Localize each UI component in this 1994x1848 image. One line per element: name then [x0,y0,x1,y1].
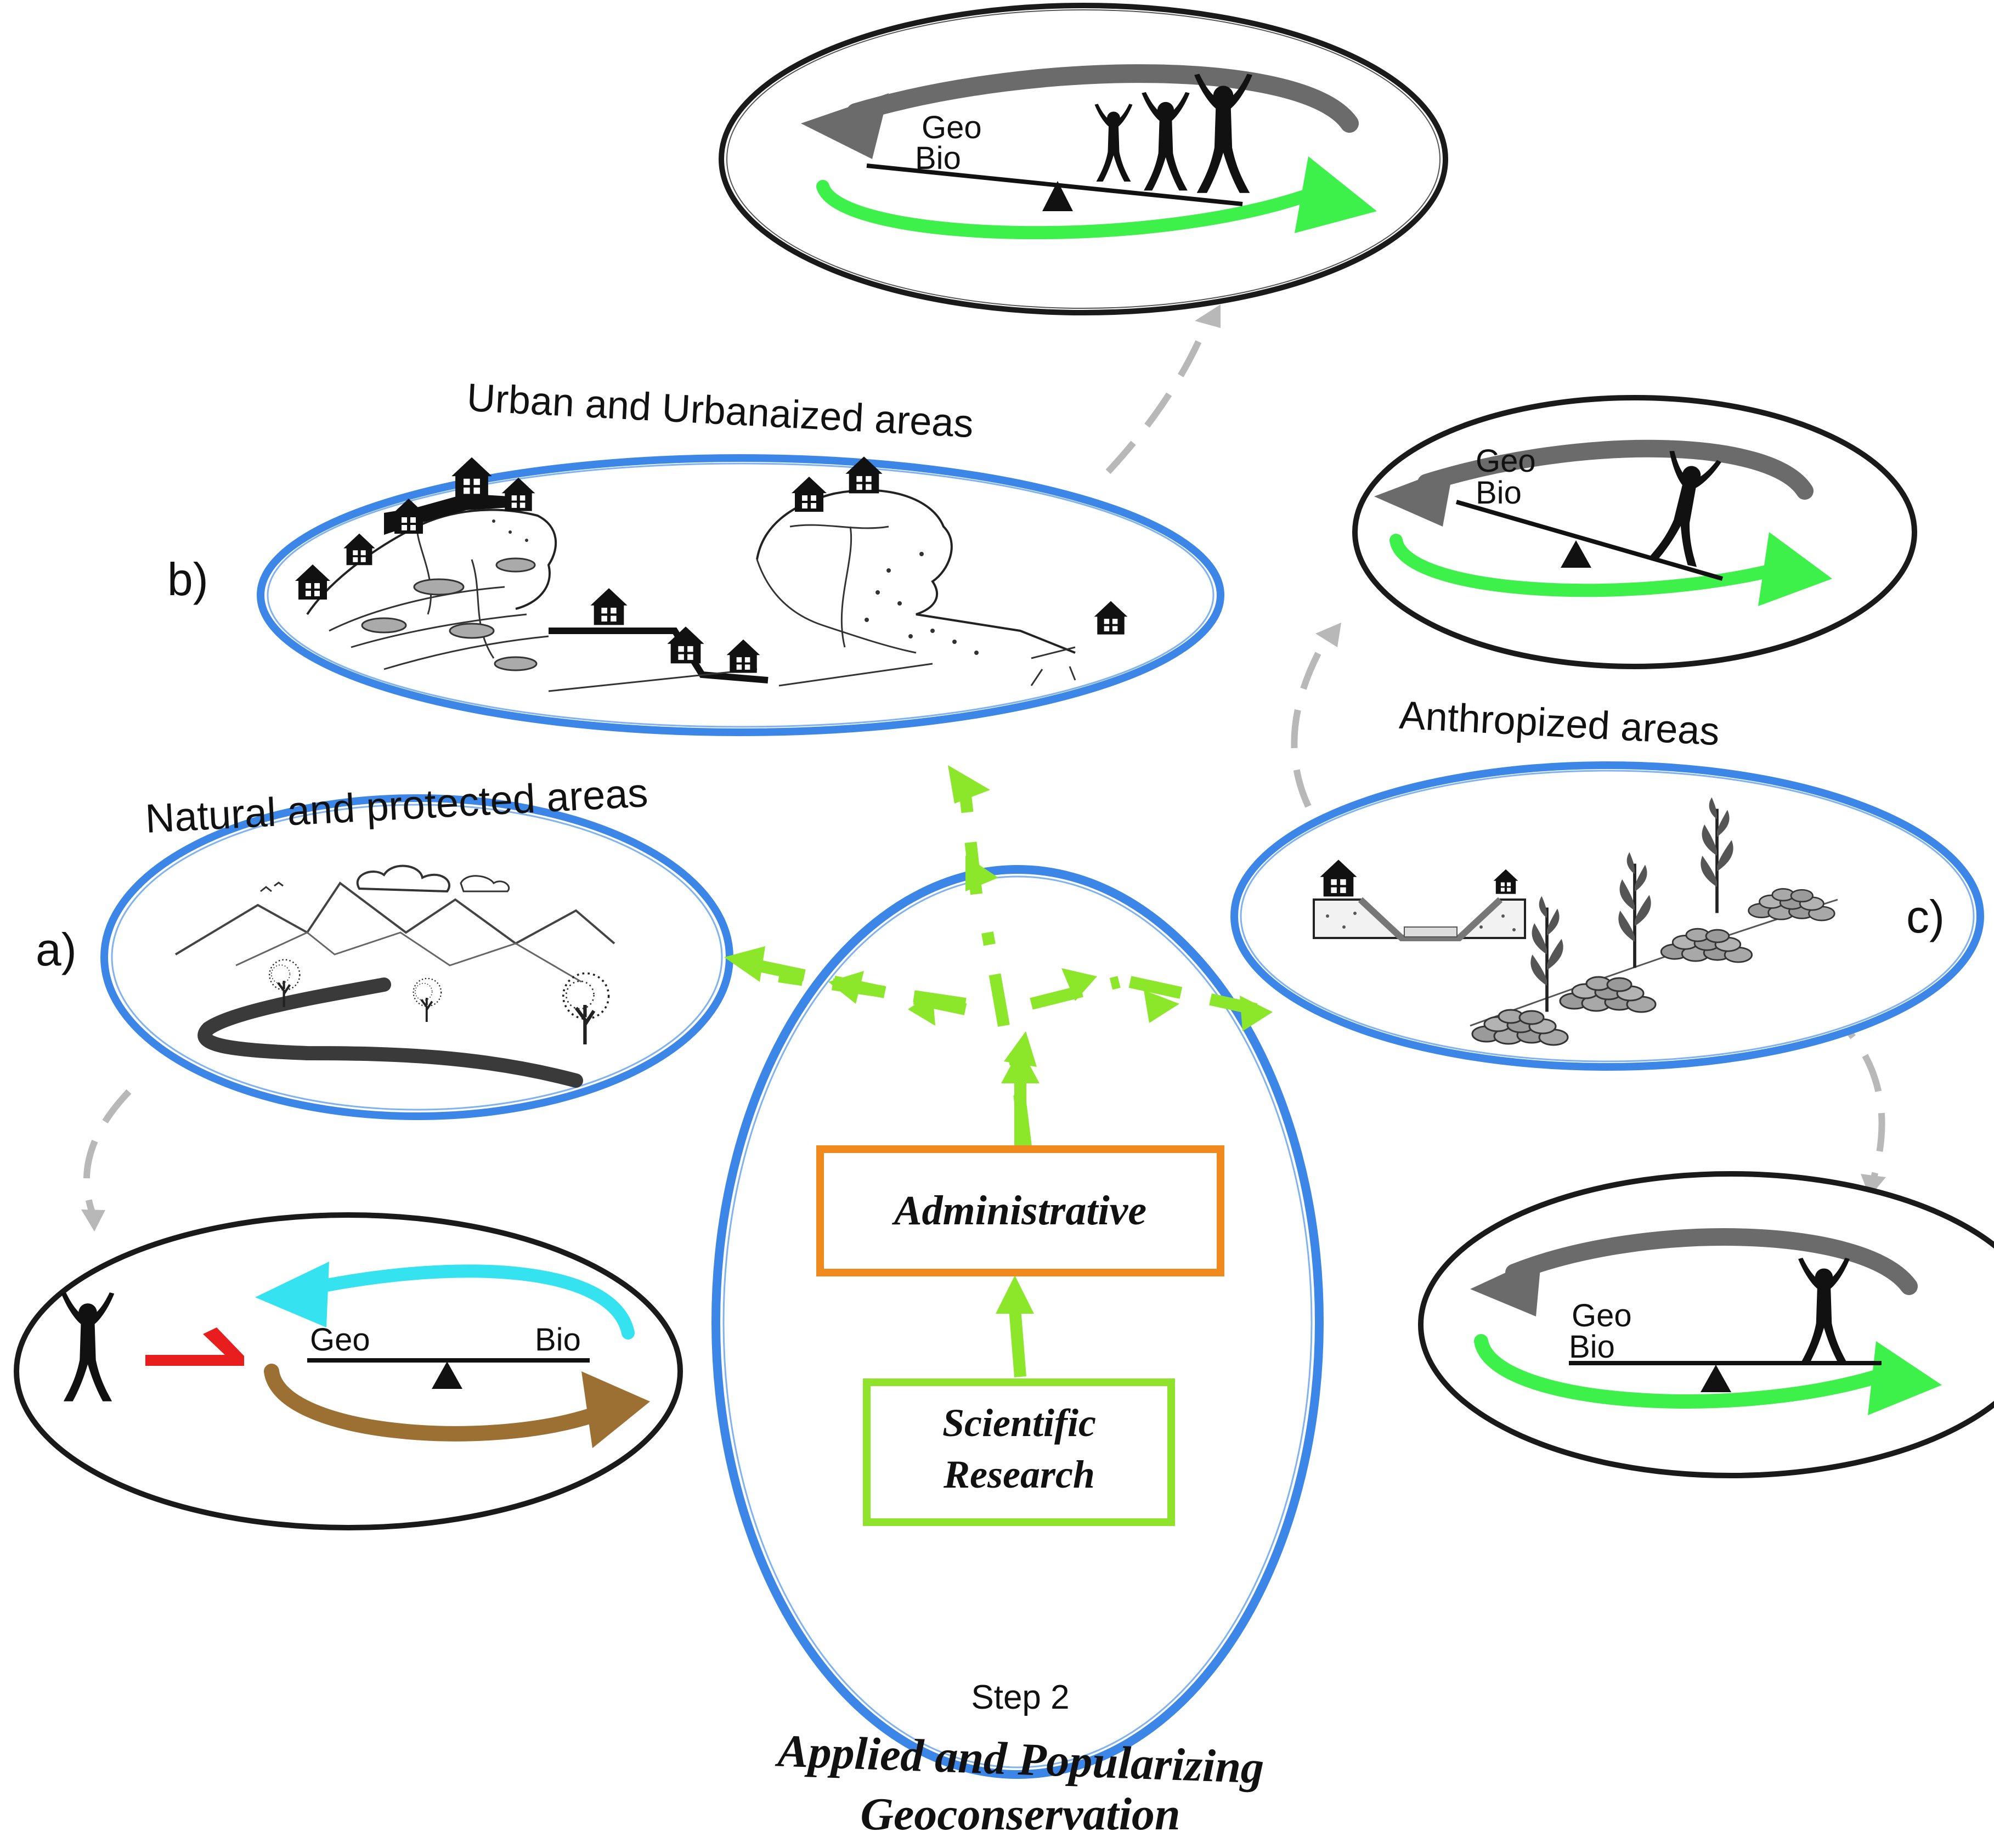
area-title-anthropized: Anthropized areas [1398,693,1721,754]
caption-line-1: Applied and Popularizing [774,1725,1265,1793]
triangle-fulcrum-icon [432,1361,462,1389]
balance-right-bottom: Geo Bio [1418,1171,1994,1478]
balance-left: Geo Bio [14,1212,683,1530]
triangle-fulcrum-icon [1561,540,1591,568]
area-letter-b: b) [167,553,208,605]
caption-line-2: Geoconservation [860,1789,1180,1840]
scientific-research-box: Scientific Research [863,1378,1175,1526]
green-arrowheads [724,765,1273,1067]
balance-right-top: Geo Bio [1352,395,1917,669]
balance-beam [866,163,1243,206]
geo-label: Geo [922,110,982,145]
inner-arrows [996,1048,1040,1377]
administrative-box: Administrative [816,1145,1224,1276]
administrative-label: Administrative [892,1188,1146,1234]
connector-c-to-right-top-balance [1291,623,1341,808]
research-label: Research [943,1453,1095,1496]
green-arrowhead [1295,156,1377,233]
triangle-fulcrum-icon [1701,1365,1731,1392]
stipple-dots [492,519,979,655]
area-urban: Urban and Urbanaized areas b) [167,376,1224,736]
connector-a-to-left-balance [81,1089,132,1231]
geo-label: Geo [1476,443,1536,479]
area-letter-c: c) [1906,891,1945,942]
geo-label: Geo [310,1322,370,1358]
connector-b-to-top-balance [1105,304,1221,474]
geo-label: Geo [1572,1298,1632,1333]
balance-top: Geo Bio [719,3,1448,315]
area-anthropized: Anthropized areas c) [1230,693,1984,1071]
step-label: Step 2 [971,1679,1069,1716]
bio-label: Bio [1476,475,1522,511]
area-title-urban: Urban and Urbanaized areas [466,376,974,446]
red-arrow-icon [145,1327,244,1366]
bio-label: Bio [1569,1329,1615,1365]
area-letter-a: a) [36,924,77,975]
scientific-label: Scientific [942,1401,1096,1445]
bio-label: Bio [915,140,961,176]
area-natural: Natural and protected areas a) [36,770,733,1120]
gray-arrowhead [801,93,889,159]
bio-label: Bio [535,1322,581,1358]
triangle-fulcrum-icon [1042,181,1073,211]
